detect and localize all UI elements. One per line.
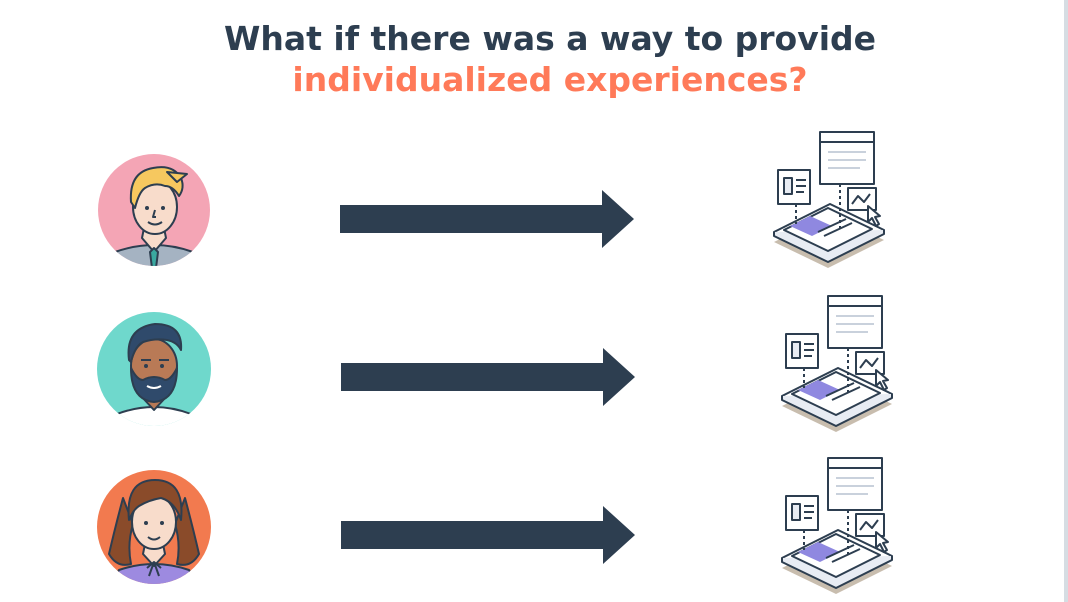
bearded-man-avatar bbox=[97, 312, 211, 426]
right-arrow-3 bbox=[341, 506, 635, 564]
right-arrow-2 bbox=[341, 348, 635, 406]
page-title: What if there was a way to provide indiv… bbox=[0, 18, 1068, 100]
personalized-webpage-illustration-2 bbox=[781, 295, 893, 432]
slide-edge bbox=[1064, 0, 1068, 602]
personalized-webpage-illustration-3 bbox=[781, 457, 893, 594]
curly-hair-woman-avatar bbox=[97, 470, 211, 584]
title-line-2: individualized experiences? bbox=[292, 60, 808, 99]
right-arrow-1 bbox=[340, 190, 634, 248]
blond-man-avatar bbox=[98, 154, 210, 266]
personalized-webpage-illustration-1 bbox=[773, 131, 885, 268]
title-line-1: What if there was a way to provide bbox=[223, 19, 877, 58]
